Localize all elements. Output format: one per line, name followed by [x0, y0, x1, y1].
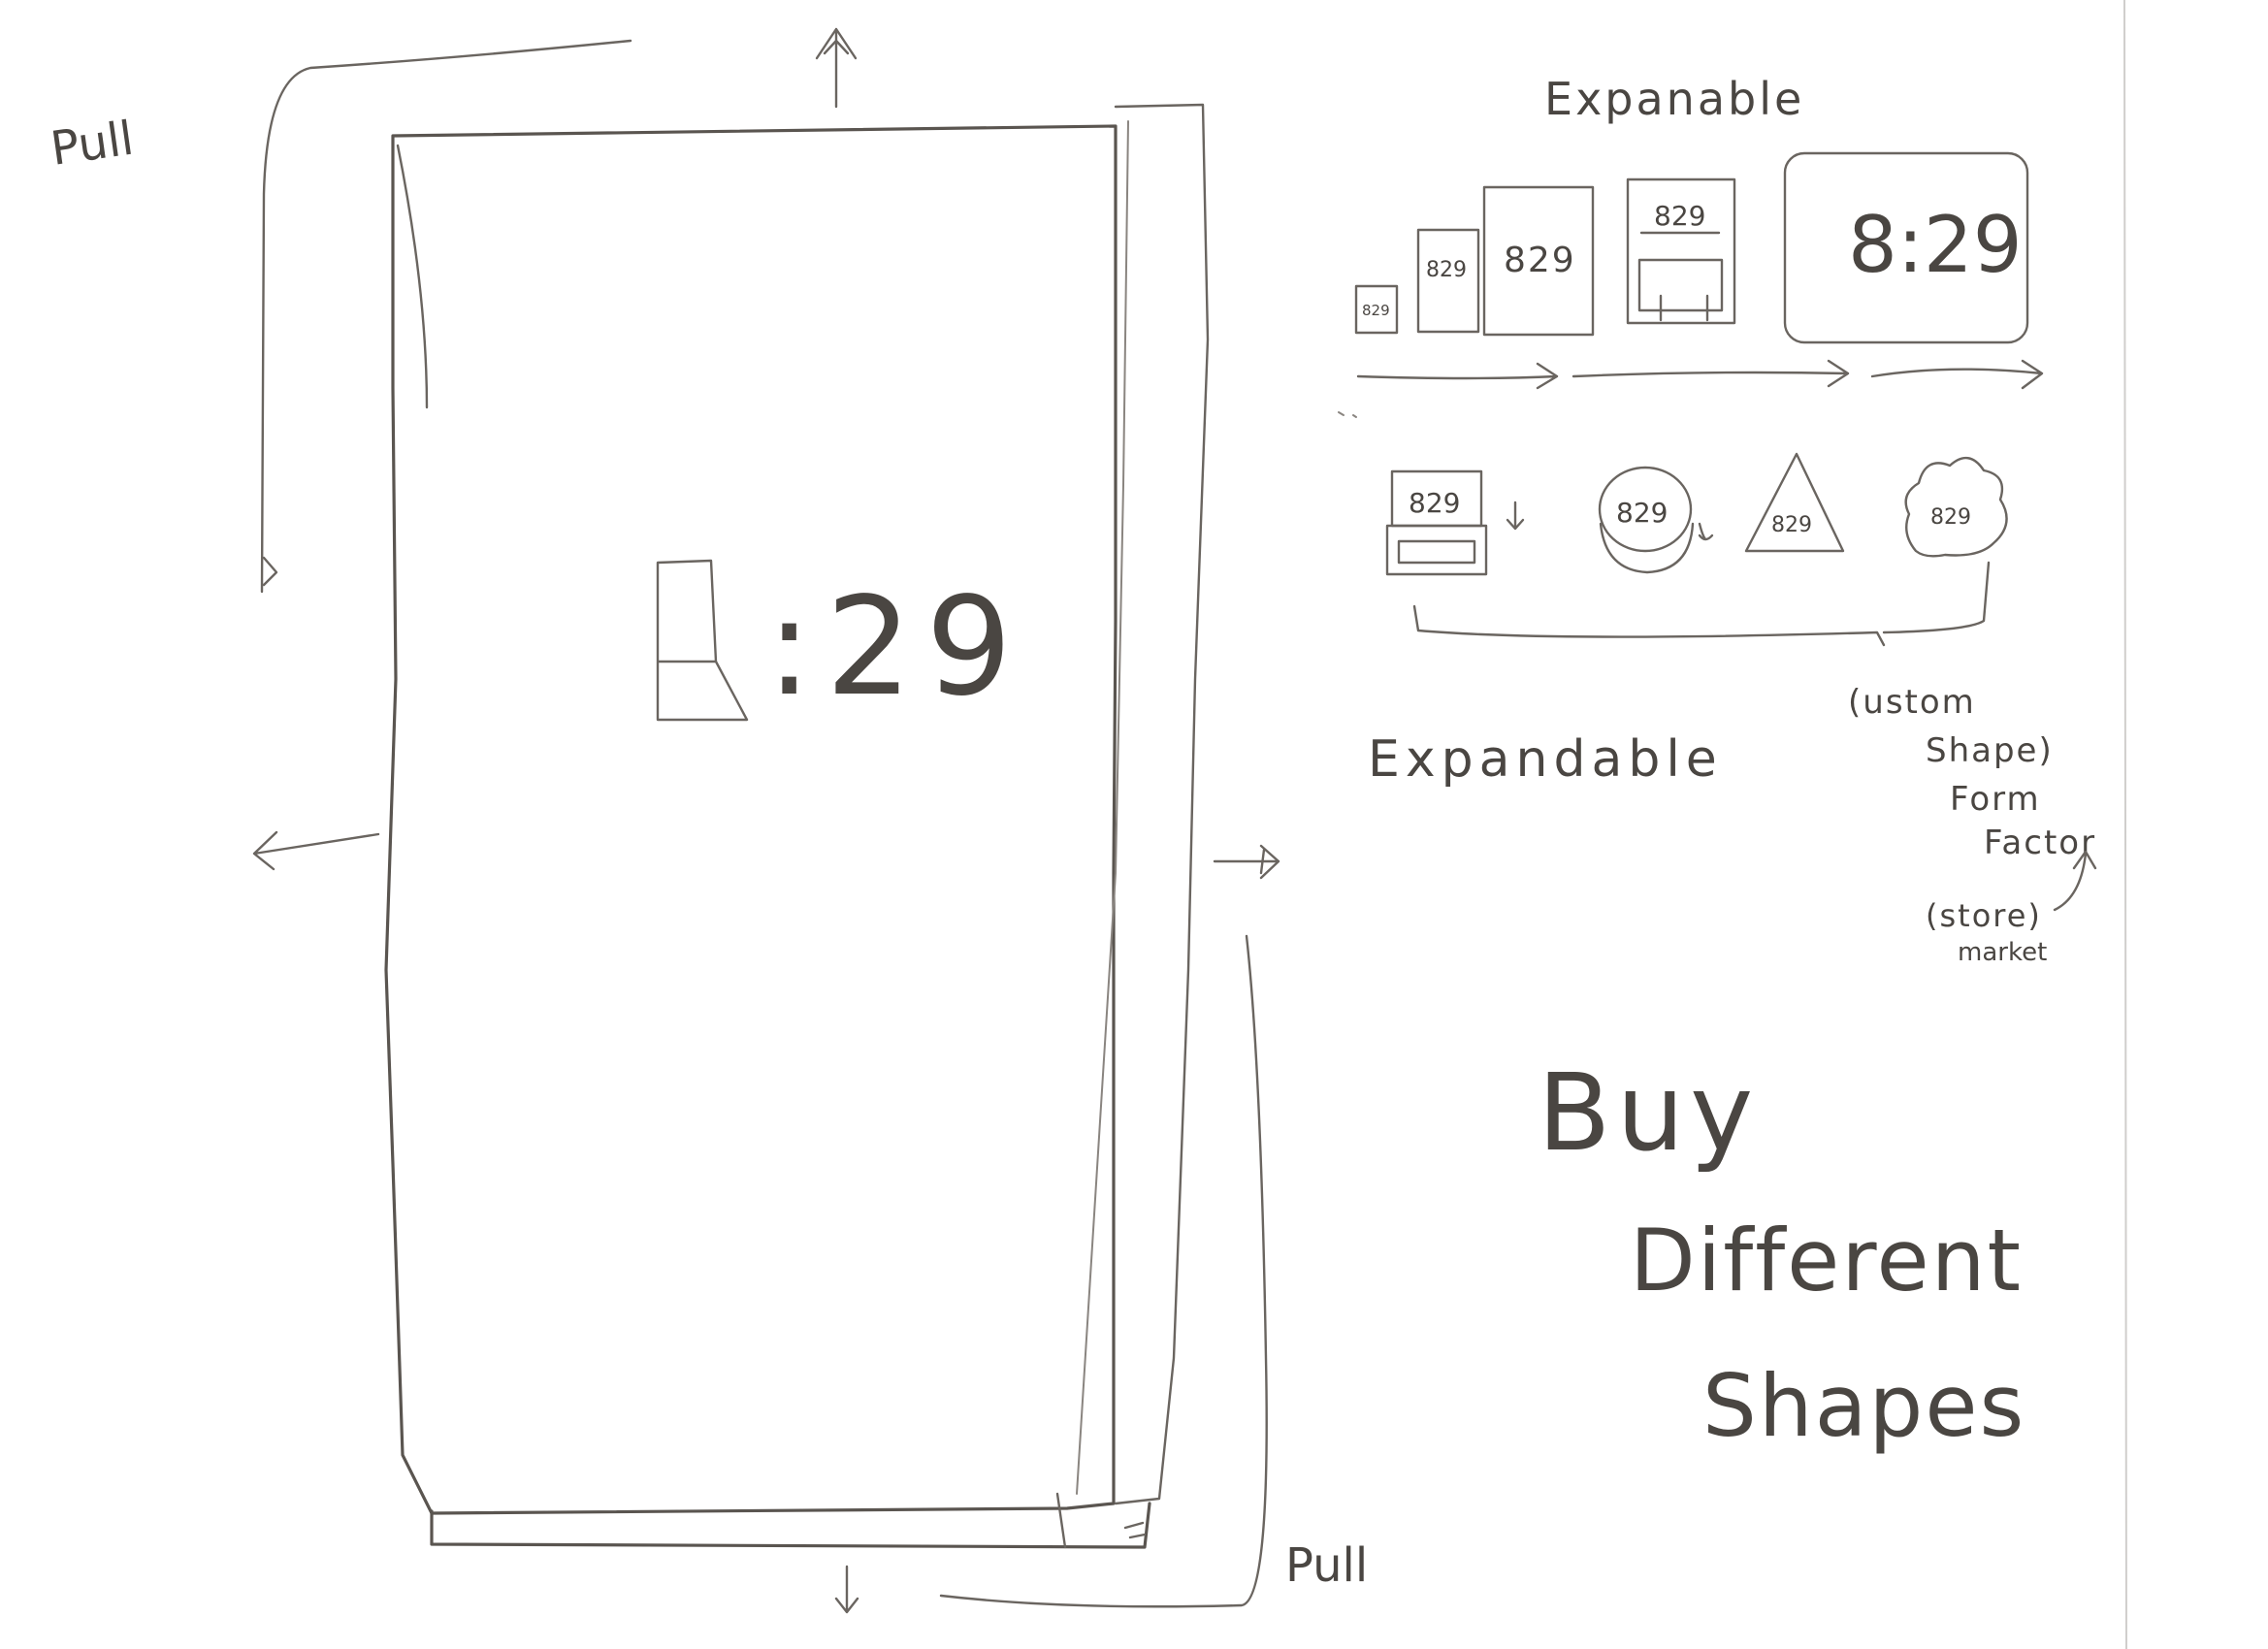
shapes-bracket: [1412, 561, 1991, 647]
size-frame-3: [1482, 185, 1595, 337]
arrow-up-icon: [815, 27, 858, 109]
tagline-line-3: Shapes: [1702, 1356, 2025, 1456]
paper-edge: [2123, 0, 2127, 1649]
custom-note-1: (ustom: [1848, 683, 1976, 722]
size-time-4: 829: [1654, 200, 1705, 232]
custom-note-4: Factor: [1984, 824, 2096, 862]
progression-arrow-icon: [1356, 359, 2044, 390]
main-device-frame: [384, 124, 1118, 1515]
store-arrow-icon: [2053, 850, 2097, 912]
arrow-down-icon: [834, 1565, 859, 1614]
size-time-5: 8:29: [1848, 200, 2023, 290]
shapes-row: 829 829 829 829 Expandable (ustom Shape)…: [1368, 452, 2097, 967]
size-time-3: 829: [1504, 241, 1576, 280]
pull-label-top: Pull: [48, 112, 137, 177]
bottom-drawer: [430, 1502, 1151, 1549]
shape-time-2: 829: [1616, 497, 1668, 529]
slide-out-panel: [1114, 103, 1210, 1505]
size-frame-4: [1626, 178, 1736, 325]
round-puck-icon: [1598, 466, 1714, 574]
pull-arrow-bottom: [939, 934, 1268, 1608]
size-time-2: 829: [1426, 258, 1467, 282]
shape-time-1: 829: [1409, 487, 1460, 519]
custom-note-2: Shape): [1926, 731, 2054, 770]
expandable-label: Expandable: [1368, 730, 1723, 789]
slide-out-rectangle-icon: [1385, 469, 1525, 576]
pull-label-bottom: Pull: [1285, 1538, 1368, 1593]
arrow-left-icon: [252, 830, 380, 871]
main-time-visible: :29: [766, 568, 1025, 727]
tagline-line-2: Different: [1630, 1211, 2023, 1310]
arrow-right-icon: [1213, 844, 1280, 880]
hour-box-icon: [656, 559, 749, 722]
tagline: Buy Different Shapes: [1538, 1051, 2025, 1456]
size-frame-5: [1783, 151, 2029, 344]
store-note-2: market: [1958, 938, 2047, 967]
main-device: Pull Pull 8:29 :29: [48, 27, 1368, 1614]
cloud-icon: [1904, 457, 2008, 558]
expand-row: Expanable 829 829 829 829 8:29: [1338, 73, 2044, 418]
expand-row-heading: Expanable: [1544, 73, 1804, 125]
shape-time-3: 829: [1771, 513, 1812, 537]
size-frame-2: [1416, 228, 1480, 334]
custom-note-3: Form: [1950, 780, 2041, 819]
shape-time-4: 829: [1930, 505, 1971, 530]
size-frame-1: [1354, 284, 1399, 335]
store-note-1: (store): [1926, 897, 2042, 934]
triangle-icon: [1744, 452, 1845, 553]
tagline-line-1: Buy: [1538, 1051, 1759, 1175]
size-time-1: 829: [1362, 302, 1390, 319]
pull-arrow-top: [260, 39, 632, 594]
